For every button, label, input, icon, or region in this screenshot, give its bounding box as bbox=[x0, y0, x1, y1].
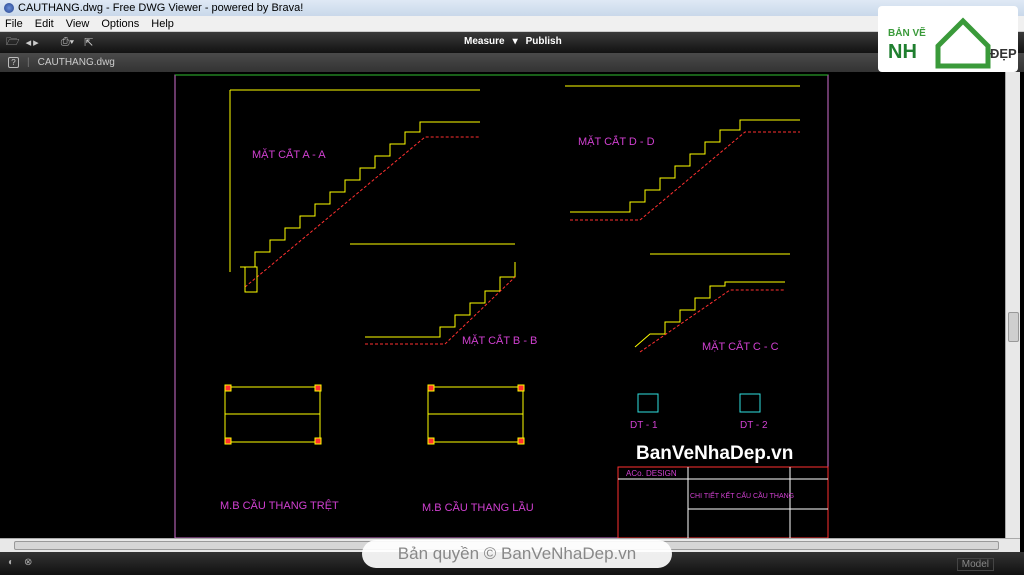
back-icon[interactable]: ◂ bbox=[25, 37, 32, 49]
menu-help[interactable]: Help bbox=[151, 17, 174, 30]
label-section-bb: MẶT CẮT B - B bbox=[462, 334, 537, 347]
forward-icon[interactable]: ▸ bbox=[33, 37, 39, 49]
watermark-logo: BẢN VẼ NH ĐẸP bbox=[878, 6, 1018, 72]
label-dt1: DT - 1 bbox=[630, 420, 658, 431]
separator: | bbox=[27, 57, 30, 68]
cad-drawing: MẶT CẮT A - A MẶT CẮT D - D MẶT CẮT B - … bbox=[174, 74, 829, 539]
title-bar: CAUTHANG.dwg - Free DWG Viewer - powered… bbox=[0, 0, 1024, 16]
menu-edit[interactable]: Edit bbox=[34, 17, 54, 30]
open-folder-icon[interactable]: 🗁 bbox=[6, 36, 20, 48]
menu-file[interactable]: File bbox=[5, 17, 23, 30]
label-dt2: DT - 2 bbox=[740, 420, 768, 431]
section-cc bbox=[634, 253, 790, 353]
section-dd bbox=[565, 85, 800, 221]
label-plan-upper: M.B CẦU THANG LẦU bbox=[422, 501, 534, 514]
tab-bar: ? | CAUTHANG.dwg bbox=[0, 53, 1024, 72]
plan-ground bbox=[224, 384, 322, 445]
menu-view[interactable]: View bbox=[65, 17, 90, 30]
menu-bar: File Edit View Options Help bbox=[0, 16, 1024, 32]
vertical-scrollbar[interactable] bbox=[1005, 72, 1020, 538]
svg-text:BẢN VẼ: BẢN VẼ bbox=[888, 26, 926, 39]
contrast-icon[interactable]: ◐ bbox=[8, 557, 15, 568]
print-icon[interactable]: ⎙▾ bbox=[60, 36, 75, 48]
help-icon[interactable]: ? bbox=[8, 57, 19, 68]
svg-text:ĐẸP: ĐẸP bbox=[990, 46, 1017, 61]
vertical-scroll-thumb[interactable] bbox=[1008, 312, 1019, 342]
layers-icon[interactable]: ⊗ bbox=[24, 557, 33, 568]
tab-file[interactable]: CAUTHANG.dwg bbox=[37, 57, 115, 68]
measure-button[interactable]: Measure bbox=[464, 36, 505, 47]
details bbox=[637, 393, 761, 413]
label-section-aa: MẶT CẮT A - A bbox=[252, 148, 326, 161]
logo-house-icon: BẢN VẼ NH ĐẸP bbox=[888, 17, 1017, 69]
section-aa bbox=[229, 89, 480, 293]
measure-dropdown-icon[interactable]: ▾ bbox=[512, 36, 518, 47]
label-section-cc: MẶT CẮT C - C bbox=[702, 340, 779, 353]
window-title: CAUTHANG.dwg - Free DWG Viewer - powered… bbox=[18, 2, 304, 14]
app-icon bbox=[4, 3, 14, 13]
select-pointer-icon[interactable]: ⇱ bbox=[84, 37, 94, 49]
label-section-dd: MẶT CẮT D - D bbox=[578, 135, 655, 148]
label-plan-ground: M.B CẦU THANG TRỆT bbox=[220, 499, 339, 512]
publish-button[interactable]: Publish bbox=[525, 36, 562, 47]
svg-text:NH: NH bbox=[888, 41, 917, 63]
titleblock-title: CHI TIẾT KẾT CẤU CẦU THANG bbox=[690, 490, 794, 500]
section-bb bbox=[350, 243, 516, 345]
watermark-site: BanVeNhaDep.vn bbox=[636, 443, 794, 464]
titleblock-company: ACo. DESIGN bbox=[626, 469, 677, 478]
drawing-canvas[interactable]: MẶT CẮT A - A MẶT CẮT D - D MẶT CẮT B - … bbox=[0, 72, 1005, 539]
layout-select[interactable]: Model bbox=[956, 558, 994, 571]
menu-options[interactable]: Options bbox=[101, 17, 140, 30]
toolbar: 🗁 ◂ ▸ ⎙▾ ⇱ Measure ▾ Publish bbox=[0, 32, 1024, 53]
plan-upper bbox=[427, 384, 525, 445]
watermark-copyright: Bản quyền © BanVeNhaDep.vn bbox=[362, 540, 672, 568]
